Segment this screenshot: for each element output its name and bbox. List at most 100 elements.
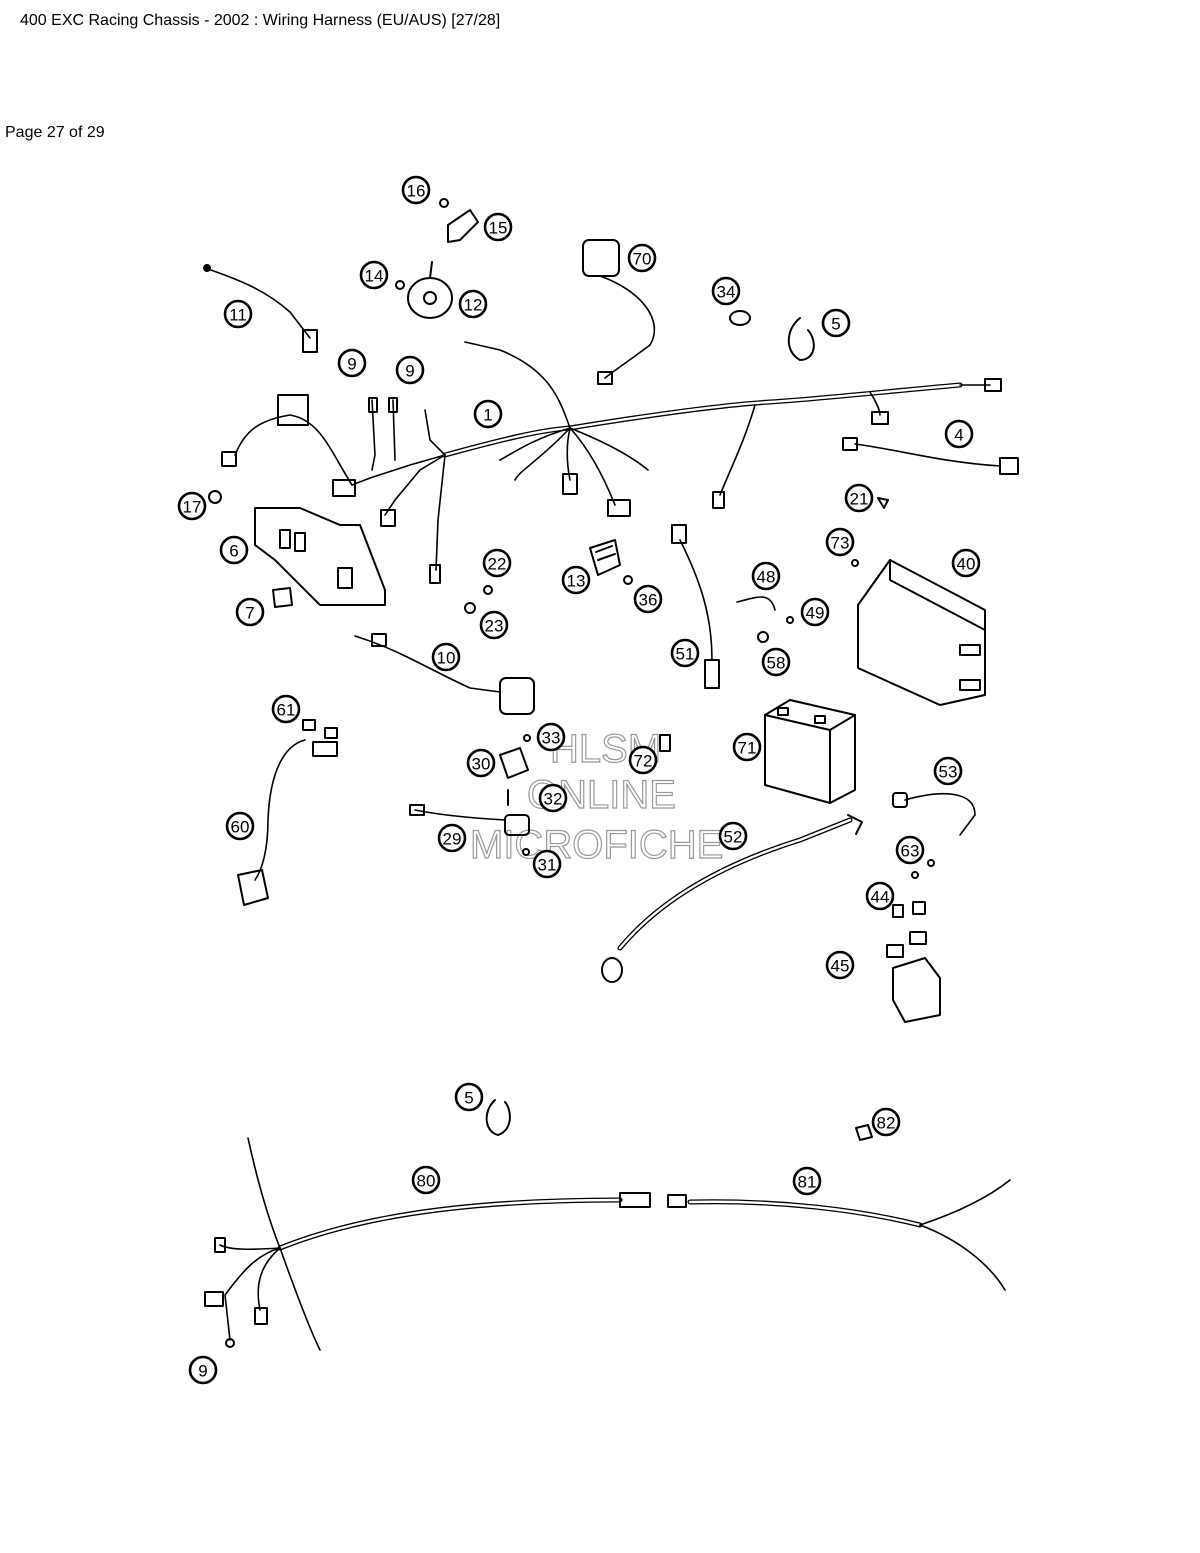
callout-circle xyxy=(411,1165,441,1195)
callout-17: 17 xyxy=(177,491,207,521)
callout-label: 9 xyxy=(405,362,414,381)
callout-circle xyxy=(219,535,249,565)
callout-label: 9 xyxy=(198,1362,207,1381)
callout-label: 48 xyxy=(757,568,776,587)
callout-label: 5 xyxy=(831,315,840,334)
callout-label: 40 xyxy=(957,555,976,574)
part-40-battery-box xyxy=(857,559,986,706)
callout-label: 14 xyxy=(365,267,384,286)
part-82-clip xyxy=(855,1124,873,1141)
part-10-switch-lead xyxy=(354,633,535,715)
callout-44: 44 xyxy=(865,881,895,911)
callout-circle xyxy=(235,597,265,627)
callout-circle xyxy=(718,821,748,851)
callout-circle xyxy=(825,950,855,980)
part-5-cable-tie xyxy=(787,317,815,361)
callout-label: 6 xyxy=(229,542,238,561)
callout-circle xyxy=(825,527,855,557)
part-11-sensor-lead xyxy=(203,264,318,353)
callout-label: 63 xyxy=(901,842,920,861)
callout-label: 58 xyxy=(767,654,786,673)
callout-circle xyxy=(454,1082,484,1112)
callout-circle xyxy=(271,694,301,724)
callout-circle xyxy=(800,597,830,627)
part-51-sensor xyxy=(671,524,720,689)
callout-61: 61 xyxy=(271,694,301,724)
callout-32: 32 xyxy=(538,783,568,813)
callout-52: 52 xyxy=(718,821,748,851)
callout-label: 32 xyxy=(544,790,563,809)
callout-30: 30 xyxy=(466,748,496,778)
callout-4: 4 xyxy=(944,419,974,449)
part-29-lead xyxy=(409,804,530,856)
callout-label: 5 xyxy=(464,1089,473,1108)
callout-circle xyxy=(844,483,874,513)
callout-5: 5 xyxy=(454,1082,484,1112)
callout-circle xyxy=(479,610,509,640)
callout-73: 73 xyxy=(825,527,855,557)
part-70-relay xyxy=(582,239,656,385)
callout-5: 5 xyxy=(821,308,851,338)
callout-label: 45 xyxy=(831,957,850,976)
callout-label: 53 xyxy=(939,763,958,782)
part-52-cable xyxy=(601,814,863,983)
page-counter: Page 27 of 29 xyxy=(5,124,105,141)
callout-label: 23 xyxy=(485,617,504,636)
callout-circle xyxy=(431,642,461,672)
callout-9: 9 xyxy=(188,1355,218,1385)
callout-label: 70 xyxy=(633,250,652,269)
callout-15: 15 xyxy=(483,212,513,242)
part-4-lead xyxy=(842,437,1019,475)
callout-71: 71 xyxy=(732,732,762,762)
callout-29: 29 xyxy=(437,823,467,853)
callout-12: 12 xyxy=(458,289,488,319)
callout-22: 22 xyxy=(482,548,512,578)
callout-51: 51 xyxy=(670,638,700,668)
callout-16: 16 xyxy=(401,175,431,205)
callout-circle xyxy=(483,212,513,242)
callout-label: 60 xyxy=(231,818,250,837)
callout-circle xyxy=(821,308,851,338)
callout-circle xyxy=(732,732,762,762)
callout-circle xyxy=(628,745,658,775)
callout-circle xyxy=(337,348,367,378)
callout-31: 31 xyxy=(532,849,562,879)
callout-circle xyxy=(871,1107,901,1137)
callout-label: 30 xyxy=(472,755,491,774)
callout-circle xyxy=(895,835,925,865)
callout-label: 4 xyxy=(954,426,963,445)
callout-label: 82 xyxy=(877,1114,896,1133)
callout-circle xyxy=(792,1166,822,1196)
callout-label: 49 xyxy=(806,604,825,623)
part-13-regulator xyxy=(589,539,621,576)
small-fasteners xyxy=(464,497,889,624)
callout-circle xyxy=(225,811,255,841)
callout-13: 13 xyxy=(561,565,591,595)
callout-40: 40 xyxy=(951,548,981,578)
callout-label: 80 xyxy=(417,1172,436,1191)
callout-label: 71 xyxy=(738,739,757,758)
callout-label: 9 xyxy=(347,355,356,374)
callout-label: 10 xyxy=(437,649,456,668)
callout-circle xyxy=(177,491,207,521)
callout-1: 1 xyxy=(473,399,503,429)
callout-49: 49 xyxy=(800,597,830,627)
part-34-grommet xyxy=(729,310,751,326)
callout-circle xyxy=(561,565,591,595)
callout-81: 81 xyxy=(792,1166,822,1196)
callout-circle xyxy=(951,548,981,578)
callout-9: 9 xyxy=(337,348,367,378)
callout-label: 15 xyxy=(489,219,508,238)
part-5-cable-tie-lower xyxy=(485,1099,511,1136)
callout-23: 23 xyxy=(479,610,509,640)
callout-label: 12 xyxy=(464,296,483,315)
callout-circle xyxy=(536,722,566,752)
callout-circle xyxy=(633,584,663,614)
part-12-horn xyxy=(395,198,479,319)
callout-label: 13 xyxy=(567,572,586,591)
callout-label: 29 xyxy=(443,830,462,849)
part-45-starter-relay xyxy=(886,859,941,1023)
callout-label: 73 xyxy=(831,534,850,553)
callout-circle xyxy=(188,1355,218,1385)
callout-circle xyxy=(538,783,568,813)
